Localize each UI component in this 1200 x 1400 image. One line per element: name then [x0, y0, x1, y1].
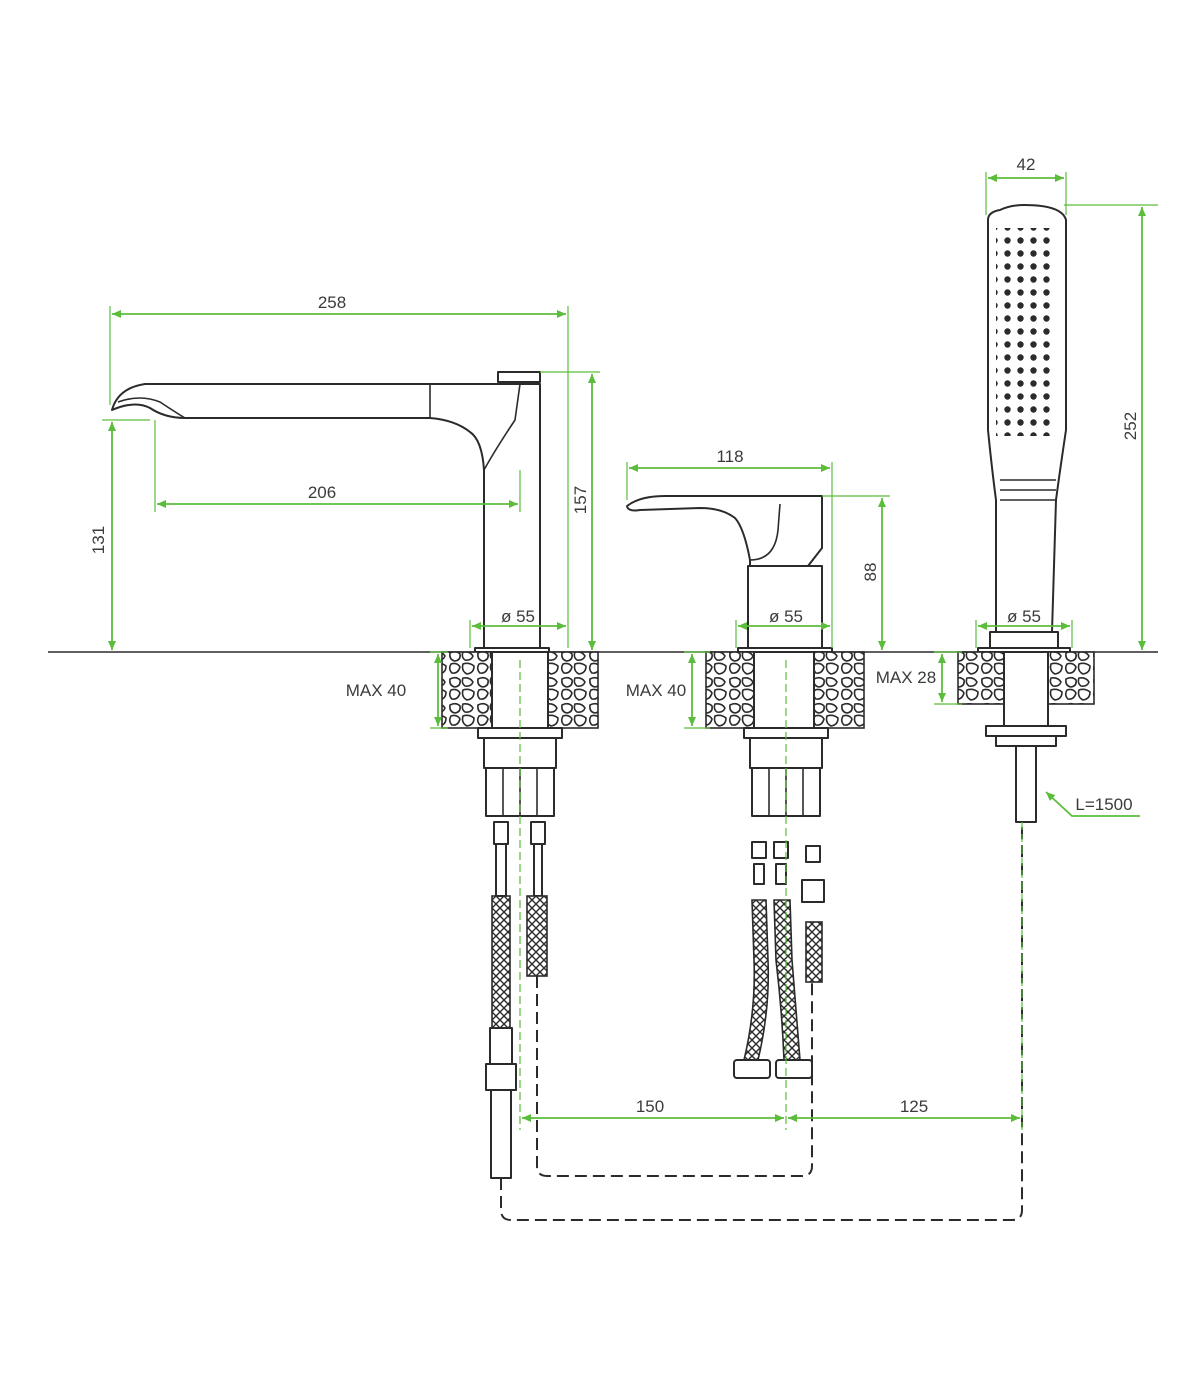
spout-fixture — [111, 371, 599, 1179]
hose-route-inner — [536, 976, 813, 1177]
hose-length-label: L=1500 — [1075, 795, 1132, 814]
mixer-base-diameter-label: ø 55 — [769, 607, 803, 626]
hose-route-outer — [500, 822, 1023, 1221]
shower-base-diameter-label: ø 55 — [1007, 607, 1041, 626]
deck-max-left-label: MAX 40 — [346, 681, 406, 700]
spout-base-diameter-label: ø 55 — [501, 607, 535, 626]
deck-max-right-label: MAX 28 — [876, 668, 936, 687]
deck-max-middle-label: MAX 40 — [626, 681, 686, 700]
spacing-mixer-shower-label: 125 — [900, 1097, 928, 1116]
shower-total-height-label: 252 — [1121, 412, 1140, 440]
spout-outlet-height-label: 131 — [89, 526, 108, 554]
mixer-fixture — [626, 495, 865, 1079]
spacing-spout-mixer-label: 150 — [636, 1097, 664, 1116]
mixer-handle-length-label: 118 — [716, 447, 743, 466]
dimension-lines — [102, 172, 1158, 1130]
spout-total-height-label: 157 — [571, 486, 590, 514]
mixer-height-label: 88 — [861, 563, 880, 582]
hand-shower-fixture — [957, 204, 1095, 823]
spout-reach-label: 206 — [308, 483, 336, 502]
spout-length-label: 258 — [318, 293, 346, 312]
shower-head-width-label: 42 — [1017, 155, 1036, 174]
